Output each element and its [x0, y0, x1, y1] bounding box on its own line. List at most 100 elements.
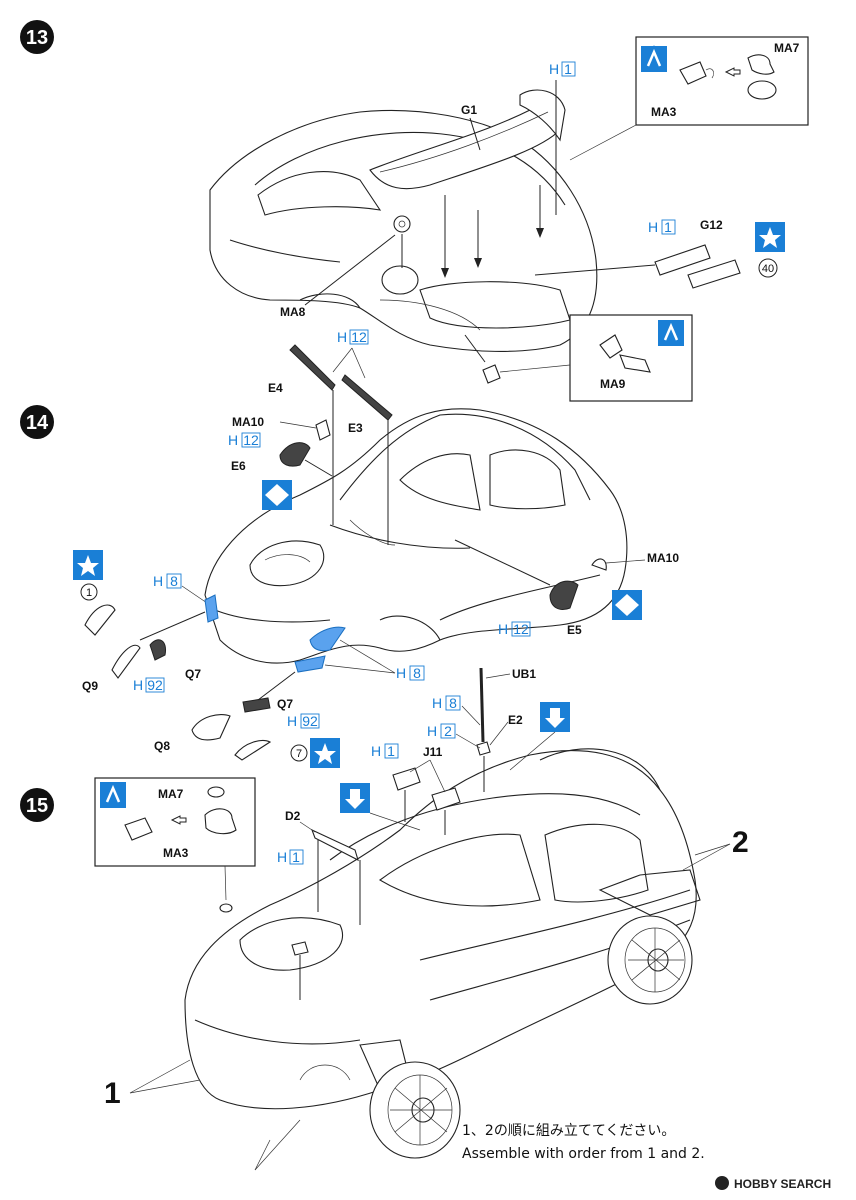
decal-number-7 [290, 744, 308, 762]
color-h14-a-box [349, 329, 369, 345]
color-h13-a-box [561, 61, 576, 77]
headlight-left [204, 594, 219, 623]
label-ma8: MA8 [280, 305, 306, 319]
label-ma3-b: MA3 [163, 846, 189, 860]
arrowhead-3 [536, 228, 544, 238]
ma10-part-a [315, 419, 331, 441]
color-h13-a-letter: H [549, 61, 559, 77]
color-h14-d-letter: H [133, 677, 143, 693]
order-label-1: 1 [104, 1077, 121, 1110]
label-j11: J11 [423, 745, 443, 759]
label-e4: E4 [268, 381, 283, 395]
roof-light-j11-b [431, 787, 461, 811]
order-leader-1d [254, 1119, 301, 1171]
arrow-q7-b [257, 671, 296, 701]
drill-icon-b [345, 789, 365, 809]
label-ub1: UB1 [512, 667, 536, 681]
glue-mark-glyph [646, 48, 662, 67]
decal-number-1 [80, 583, 98, 601]
color-h15-a-number: 8 [449, 695, 457, 711]
ma9-mini [482, 364, 501, 384]
color-h15-a-box [445, 695, 461, 711]
star-icon-c [314, 743, 336, 764]
wheel-rear [607, 915, 693, 1005]
label-q8: Q8 [154, 739, 170, 753]
car-full-view [184, 748, 701, 1110]
label-q9: Q9 [82, 679, 98, 693]
order-leader-2a [694, 843, 731, 856]
color-h15-a-letter: H [432, 695, 442, 711]
hood-pin [291, 941, 309, 956]
leader-e4-color [332, 347, 353, 373]
color-h15-d-number: 1 [292, 849, 300, 865]
q7-part-a [149, 639, 167, 661]
star-icon [759, 227, 781, 248]
wiper-e3 [341, 374, 393, 421]
color-h15-b-letter: H [427, 723, 437, 739]
assembly-note-en: Assemble with order from 1 and 2. [462, 1146, 705, 1162]
q8-part [191, 713, 231, 741]
order-leader-1a [129, 1059, 191, 1094]
label-ma3-a: MA3 [651, 105, 677, 119]
step-14: 14 H 12 E4 E3 MA10 H [20, 329, 679, 768]
color-h14-f-number: 92 [302, 713, 318, 729]
diamond-icon [265, 484, 289, 506]
order-label-2: 2 [732, 826, 749, 859]
q9-part [111, 644, 141, 679]
color-h13-b-box [661, 219, 676, 235]
color-h14-e-number: 8 [413, 665, 421, 681]
color-h14-b-box [241, 432, 261, 448]
ma9-part-a [599, 334, 623, 359]
color-h14-c-box [166, 573, 182, 589]
color-h14-f-box [300, 713, 320, 729]
leader-ma8 [304, 234, 396, 306]
color-h14-g-box [511, 621, 531, 637]
star-icon-b [77, 555, 99, 576]
leader-ma10-b [605, 559, 646, 564]
watermark-text: HOBBY SEARCH [734, 1177, 831, 1191]
color-h15-c-letter: H [371, 743, 381, 759]
color-h14-b-number: 12 [243, 432, 259, 448]
color-h14-e-letter: H [396, 665, 406, 681]
arrow-e5 [454, 539, 551, 586]
label-e3: E3 [348, 421, 363, 435]
label-e6: E6 [231, 459, 246, 473]
order-leader-1c [254, 1139, 271, 1171]
color-h14-d-number: 92 [147, 677, 163, 693]
color-h13-b-letter: H [648, 219, 658, 235]
leader-g1 [469, 117, 481, 151]
decal-7-text: 7 [296, 748, 302, 760]
label-ma9: MA9 [600, 377, 626, 391]
leader-pin-a [509, 731, 556, 771]
antenna-ub1 [479, 667, 485, 743]
label-g12: G12 [700, 218, 723, 232]
antenna-base-e2 [476, 741, 491, 756]
diamond-icon-b [615, 594, 639, 616]
leader-j11-b [429, 759, 446, 793]
label-ma10-b: MA10 [647, 551, 679, 565]
color-h14-a-letter: H [337, 329, 347, 345]
arrow-q9 [139, 611, 206, 641]
color-h15-d-letter: H [277, 849, 287, 865]
decal-1-shape [84, 604, 116, 636]
roof-rail-d2 [311, 828, 359, 862]
ma7-base [747, 80, 777, 100]
arrow-plate [534, 264, 656, 276]
leader-d2 [299, 821, 316, 833]
label-ma10-a: MA10 [232, 415, 264, 429]
label-e5: E5 [567, 623, 582, 637]
wheel-front [369, 1061, 461, 1159]
mirror-e6 [279, 442, 311, 467]
headlight-right [309, 626, 346, 652]
label-g1: G1 [461, 103, 477, 117]
decal-1-text: 1 [86, 587, 92, 599]
then-arrow-icon-b [170, 815, 187, 825]
inset-pointer-1 [569, 124, 637, 161]
color-h15-b-number: 2 [444, 723, 452, 739]
label-ma7-a: MA7 [774, 41, 800, 55]
leader-h15-b [455, 733, 481, 749]
step-14-badge [20, 405, 54, 439]
decal-7-shape [234, 739, 272, 761]
step-13-number: 13 [26, 27, 48, 49]
color-h15-c-box [384, 743, 399, 759]
